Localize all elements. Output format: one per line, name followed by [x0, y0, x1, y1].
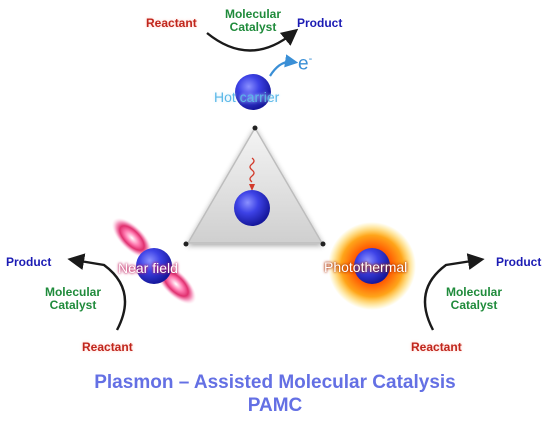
right-catalyst-line1: Molecular: [445, 285, 502, 299]
left-catalyst-line2: Catalyst: [49, 298, 97, 313]
electron-label: e-: [298, 53, 312, 75]
center-triangle: [186, 126, 324, 244]
right-product-label: Product: [496, 255, 542, 269]
top-catalyst-label: Molecular Catalyst: [218, 7, 288, 35]
hot-carrier-label: Hot carrier: [214, 89, 280, 105]
near-field-label: Near field: [118, 260, 178, 276]
left-reaction-arrow: [67, 253, 127, 331]
triangle-vertex-top: [252, 125, 258, 131]
triangle-vertex-right: [320, 241, 326, 247]
electron-arrow: [269, 54, 299, 77]
photothermal-nanoparticle: [354, 248, 390, 284]
left-catalyst-label: Molecular Catalyst: [36, 285, 110, 313]
light-wave-icon: [249, 157, 255, 183]
right-reactant-label: Reactant: [411, 340, 462, 354]
top-reactant-label: Reactant: [146, 16, 197, 30]
top-catalyst-line1: Molecular: [224, 7, 281, 21]
left-product-label: Product: [6, 255, 52, 269]
electron-symbol: e: [298, 53, 309, 75]
top-reaction-arrow: [206, 28, 299, 52]
top-catalyst-line2: Catalyst: [229, 20, 277, 35]
light-wave-arrowhead: [249, 184, 255, 191]
left-reactant-label: Reactant: [82, 340, 133, 354]
top-product-label: Product: [297, 16, 343, 30]
right-reaction-arrow: [423, 253, 485, 331]
right-catalyst-label: Molecular Catalyst: [437, 285, 511, 313]
near-field-nanoparticle: [136, 248, 172, 284]
center-nanoparticle: [234, 190, 270, 226]
right-catalyst-line2: Catalyst: [450, 298, 498, 313]
left-catalyst-line1: Molecular: [44, 285, 101, 299]
diagram-subtitle: PAMC: [247, 395, 303, 416]
hot-carrier-nanoparticle: [235, 74, 271, 110]
triangle-vertex-left: [183, 241, 189, 247]
photothermal-label: Photothermal: [324, 259, 408, 275]
diagram-title: Plasmon – Assisted Molecular Catalysis: [94, 372, 456, 393]
electron-charge: -: [308, 53, 313, 65]
